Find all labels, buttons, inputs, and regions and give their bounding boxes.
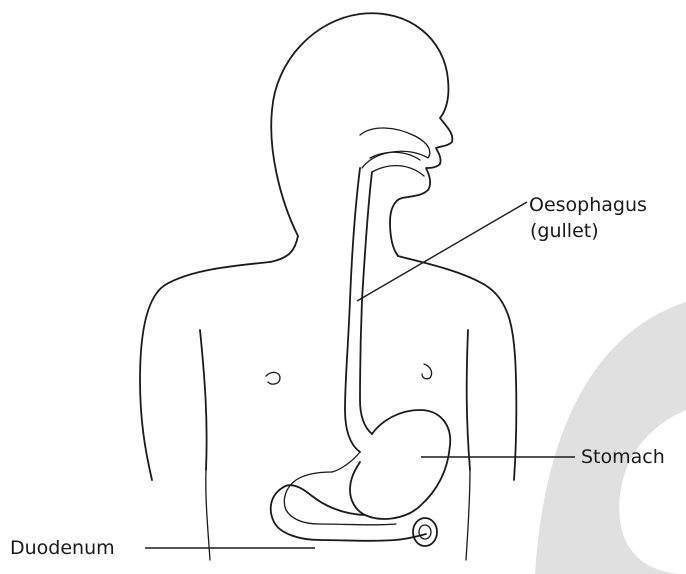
right-arm-inner [467, 330, 470, 470]
tongue [372, 166, 424, 176]
right-shoulder-outline [398, 256, 516, 480]
torso-left-side [206, 470, 210, 560]
oesophagus-right-wall [360, 172, 372, 434]
oesophagus-label: Oesophagus [529, 192, 647, 218]
neck-back-outline [270, 236, 298, 262]
duodenum-lumen [419, 525, 431, 539]
oesophagus-sub-label: (gullet) [530, 218, 599, 244]
duodenum-inner [284, 472, 396, 525]
left-arm-inner [200, 330, 207, 470]
head-outline [271, 13, 452, 256]
duodenum-end [413, 518, 437, 546]
stomach-label: Stomach [581, 444, 665, 470]
oesophagus-left-wall [345, 168, 360, 452]
left-nipple [266, 372, 280, 384]
left-shoulder-outline [140, 262, 270, 480]
duodenum-label: Duodenum [10, 535, 115, 561]
duodenum-outline [271, 485, 426, 541]
torso-right-side [466, 470, 470, 560]
oesophagus-leader-line [357, 202, 527, 301]
right-nipple [422, 364, 432, 379]
nasal-cavity [360, 128, 430, 168]
